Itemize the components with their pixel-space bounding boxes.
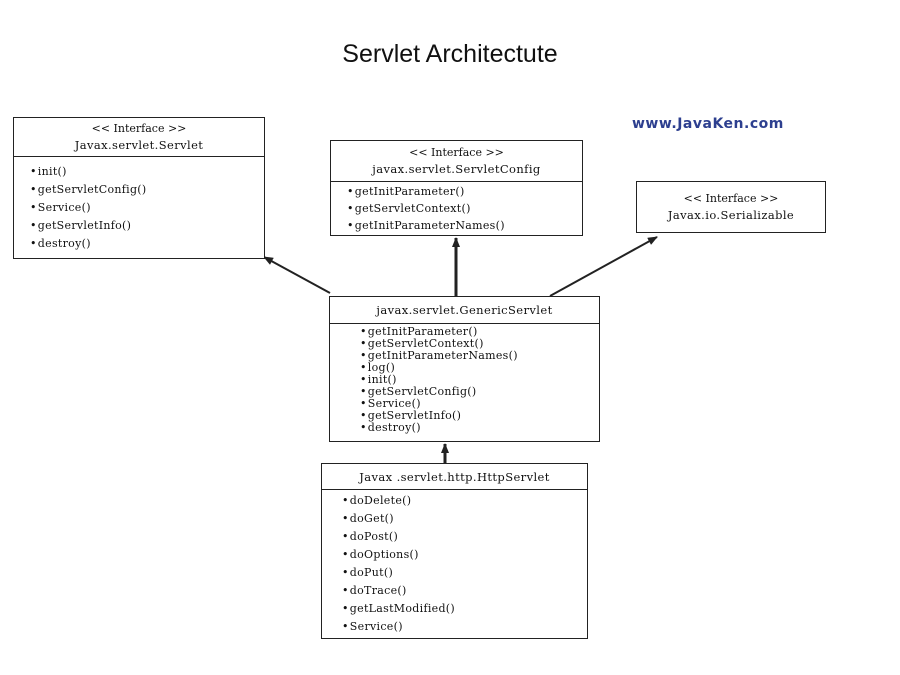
method-list: init() getServletConfig() Service() getS… [14,157,264,251]
method: doDelete() [342,494,587,508]
class-name: Javax .servlet.http.HttpServlet [359,469,550,484]
class-name: Javax.servlet.Servlet [74,138,204,152]
method: getServletConfig() [360,386,599,398]
method: getInitParameter() [347,185,582,199]
method: doPost() [342,530,587,544]
genericservlet-class-header: javax.servlet.GenericServlet [330,297,599,324]
method: Service() [360,398,599,410]
serializable-interface-box: << Interface >> Javax.io.Serializable [636,181,826,233]
class-name: javax.servlet.ServletConfig [372,162,541,176]
method: doTrace() [342,584,587,598]
arrow-generic-to-serializable [549,236,658,297]
slide-title: Servlet Architectute [342,40,558,68]
method: init() [360,374,599,386]
method: getInitParameter() [360,326,599,338]
stereotype-label: << Interface >> [683,192,779,205]
method-list: doDelete() doGet() doPost() doOptions() … [322,490,587,634]
servlet-interface-header: << Interface >> Javax.servlet.Servlet [14,118,264,157]
method: getServletConfig() [30,182,264,197]
servletconfig-interface-header: << Interface >> javax.servlet.ServletCon… [331,141,582,182]
stereotype-label: << Interface >> [91,122,187,135]
method: doGet() [342,512,587,526]
method: Service() [342,620,587,634]
method-list: getInitParameter() getServletContext() g… [331,182,582,233]
httpservlet-class-box: Javax .servlet.http.HttpServlet doDelete… [321,463,588,639]
class-name: Javax.io.Serializable [667,208,795,222]
servletconfig-interface-box: << Interface >> javax.servlet.ServletCon… [330,140,583,236]
method: Service() [30,200,264,215]
stereotype-label: << Interface >> [409,146,504,159]
servlet-interface-box: << Interface >> Javax.servlet.Servlet in… [13,117,265,259]
method-list: getInitParameter() getServletContext() g… [330,324,599,434]
class-name: javax.servlet.GenericServlet [376,303,553,317]
method: log() [360,362,599,374]
method: getServletInfo() [360,410,599,422]
genericservlet-class-box: javax.servlet.GenericServlet getInitPara… [329,296,600,442]
arrow-generic-to-servlet [263,256,331,294]
serializable-interface-header: << Interface >> Javax.io.Serializable [637,182,825,232]
method: init() [30,164,264,179]
method: doOptions() [342,548,587,562]
method: doPut() [342,566,587,580]
method: destroy() [30,236,264,251]
httpservlet-class-header: Javax .servlet.http.HttpServlet [322,464,587,490]
method: getInitParameterNames() [347,219,582,233]
method: getServletContext() [360,338,599,350]
watermark: www.JavaKen.com [632,116,784,132]
method: getLastModified() [342,602,587,616]
method: destroy() [360,422,599,434]
method: getInitParameterNames() [360,350,599,362]
method: getServletInfo() [30,218,264,233]
method: getServletContext() [347,202,582,216]
